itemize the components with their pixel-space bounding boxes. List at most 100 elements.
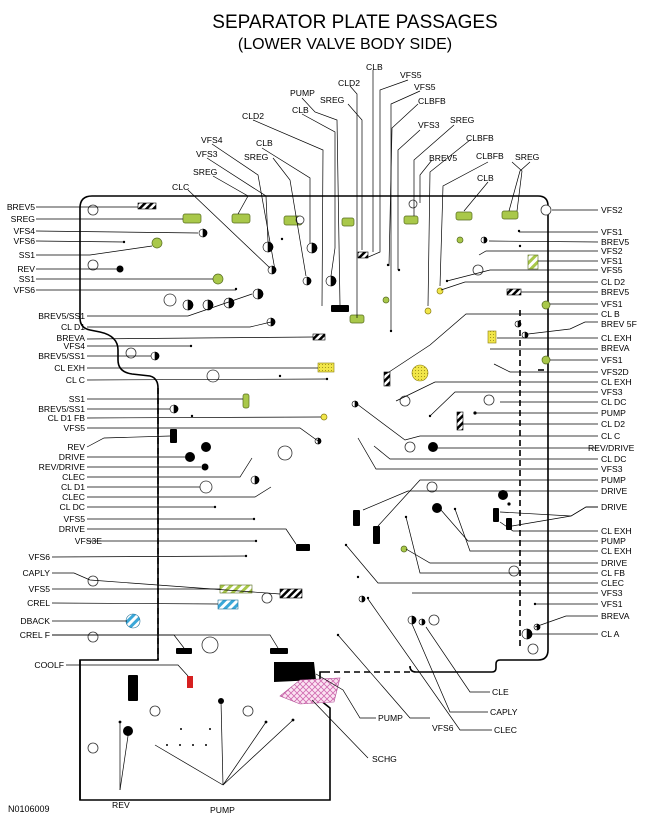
label-vfs1: VFS1 xyxy=(601,599,623,609)
passage-shapes xyxy=(87,199,552,754)
label-brev5-ss1: BREV5/SS1 xyxy=(38,404,85,414)
cl-d2-marker xyxy=(456,411,464,431)
label-cl-d1: CL D1 xyxy=(61,322,85,332)
label-drive: DRIVE xyxy=(601,486,628,496)
label-vfs2d: VFS2D xyxy=(601,367,629,377)
diagram-subtitle: (LOWER VALVE BODY SIDE) xyxy=(238,36,452,53)
label-cl-a: CL A xyxy=(601,629,620,639)
cl-exh-passage xyxy=(487,330,497,344)
label-cl-b: CL B xyxy=(601,309,620,319)
figure-id: N0106009 xyxy=(8,804,50,814)
label-cl-exh: CL EXH xyxy=(54,363,85,373)
label-vfs1: VFS1 xyxy=(601,227,623,237)
label-drive: DRIVE xyxy=(601,558,628,568)
label-vfs3: VFS3 xyxy=(601,387,623,397)
caply-marker xyxy=(279,588,303,599)
label-cl-exh: CL EXH xyxy=(601,546,632,556)
label-clbfb: CLBFB xyxy=(476,151,504,161)
label-brev5: BREV5 xyxy=(601,287,629,297)
label-vfs3: VFS3 xyxy=(196,149,218,159)
brev5-marker xyxy=(137,202,157,210)
left-labels: BREV5 SREG VFS4 VFS6 SS1 REV SS1 VFS6 BR… xyxy=(7,202,102,670)
crel-passage xyxy=(217,599,239,610)
label-breva: BREVA xyxy=(601,611,630,621)
label-pump: PUMP xyxy=(378,713,403,723)
label-cl-d1-fb: CL D1 FB xyxy=(48,413,86,423)
label-sreg: SREG xyxy=(193,167,218,177)
label-pump: PUMP xyxy=(601,408,626,418)
clb-slot xyxy=(455,211,473,221)
label-vfs5: VFS5 xyxy=(64,423,86,433)
label-cl-dc: CL DC xyxy=(60,502,85,512)
breva-marker xyxy=(312,333,326,341)
cl-exh-passage xyxy=(411,364,429,382)
right-labels: VFS2 VFS1 BREV5 VFS2 VFS1 VFS5 CL D2 BRE… xyxy=(588,205,637,639)
leader-lines xyxy=(35,70,599,791)
label-vfs3: VFS3 xyxy=(601,588,623,598)
label-brev5-ss1: BREV5/SS1 xyxy=(38,351,85,361)
coolf-passage xyxy=(187,676,193,688)
label-cl-exh: CL EXH xyxy=(601,377,632,387)
vfs3-slot xyxy=(403,215,419,225)
label-coolf: COOLF xyxy=(34,660,64,670)
label-brev5: BREV5 xyxy=(601,237,629,247)
label-cl-exh: CL EXH xyxy=(601,333,632,343)
label-breva: BREVA xyxy=(57,333,86,343)
label-sreg: SREG xyxy=(515,152,540,162)
label-drive: DRIVE xyxy=(601,502,628,512)
label-cl-dc: CL DC xyxy=(601,454,626,464)
label-vfs3: VFS3 xyxy=(601,464,623,474)
label-cl-fb: CL FB xyxy=(601,568,625,578)
vfs5-marker xyxy=(357,251,369,259)
label-vfs5: VFS5 xyxy=(64,514,86,524)
label-vfs6: VFS6 xyxy=(14,285,36,295)
diagram-title: SEPARATOR PLATE PASSAGES xyxy=(212,12,497,33)
bottom-labels: CLE CAPLY CLEC PUMP VFS6 SCHG REV PUMP xyxy=(112,687,518,815)
label-vfs5: VFS5 xyxy=(29,584,51,594)
vfs1-passage xyxy=(527,254,539,270)
label-clec: CLEC xyxy=(62,472,85,482)
label-pump: PUMP xyxy=(290,88,315,98)
label-drive: DRIVE xyxy=(59,452,86,462)
label-cl-dc: CL DC xyxy=(601,397,626,407)
label-brev5-ss1: BREV5/SS1 xyxy=(38,311,85,321)
clb-slot xyxy=(341,217,355,227)
label-ss1: SS1 xyxy=(19,250,35,260)
label-vfs1: VFS1 xyxy=(601,299,623,309)
label-sreg: SREG xyxy=(320,95,345,105)
label-vfs4: VFS4 xyxy=(14,226,36,236)
label-clec: CLEC xyxy=(62,492,85,502)
label-vfs2: VFS2 xyxy=(601,205,623,215)
label-vfs5: VFS5 xyxy=(400,70,422,80)
label-clc: CLC xyxy=(172,182,189,192)
label-cl-d2: CL D2 xyxy=(601,419,625,429)
label-rev: REV xyxy=(112,800,130,810)
label-crel-f: CREL F xyxy=(20,630,50,640)
label-vfs4: VFS4 xyxy=(64,341,86,351)
label-schg: SCHG xyxy=(372,754,397,764)
label-cle: CLE xyxy=(492,687,509,697)
label-vfs6: VFS6 xyxy=(432,723,454,733)
label-vfs1: VFS1 xyxy=(601,256,623,266)
label-cl-exh: CL EXH xyxy=(601,526,632,536)
label-clb: CLB xyxy=(477,173,494,183)
top-labels: CLB VFS5 CLD2 VFS5 PUMP SREG CLBFB CLB C… xyxy=(172,62,540,192)
sreg-slot xyxy=(501,210,519,220)
dback-passage xyxy=(125,613,141,629)
sreg-slot xyxy=(182,213,202,224)
label-clec: CLEC xyxy=(601,578,624,588)
label-clec: CLEC xyxy=(494,725,517,735)
label-cl-c: CL C xyxy=(601,431,620,441)
label-caply: CAPLY xyxy=(22,568,50,578)
label-sreg: SREG xyxy=(11,214,36,224)
label-clbfb: CLBFB xyxy=(418,96,446,106)
label-cl-d1: CL D1 xyxy=(61,482,85,492)
label-clbfb: CLBFB xyxy=(466,133,494,143)
label-rev: REV xyxy=(17,264,35,274)
sreg-slot xyxy=(231,213,251,224)
label-rev: REV xyxy=(67,442,85,452)
label-clb: CLB xyxy=(292,105,309,115)
label-vfs2: VFS2 xyxy=(601,246,623,256)
label-crel: CREL xyxy=(27,598,50,608)
label-brev5: BREV5 xyxy=(7,202,35,212)
